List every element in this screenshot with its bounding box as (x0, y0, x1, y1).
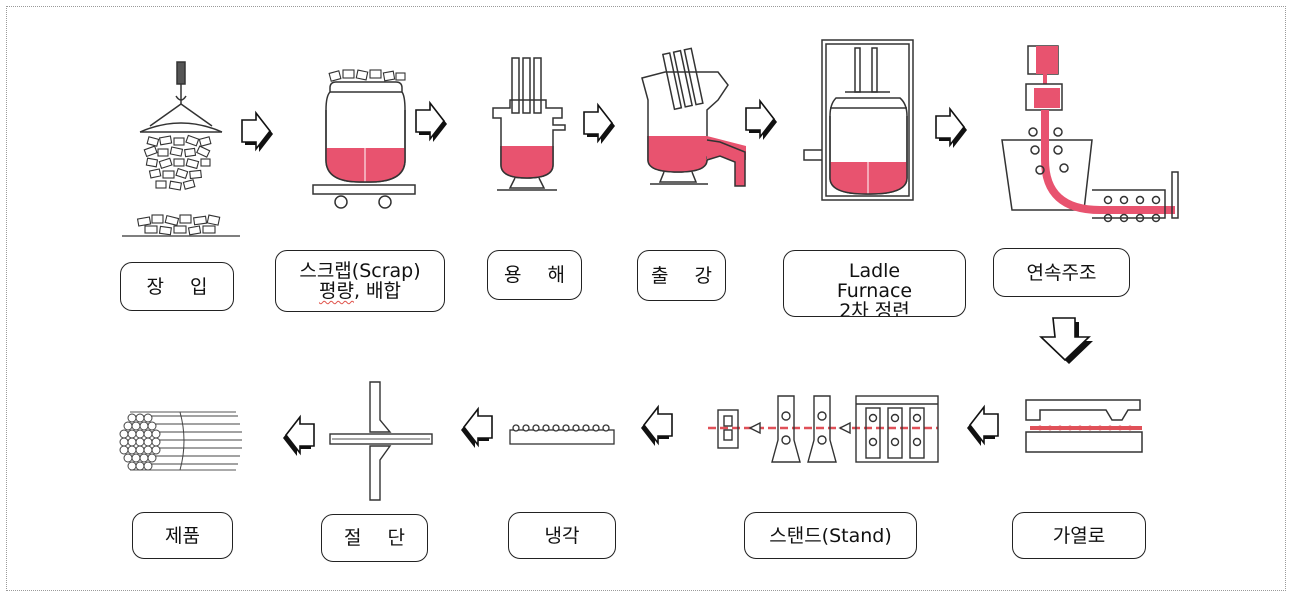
flow-arrow-4 (745, 100, 778, 141)
step-label-text: Ladle (848, 260, 901, 282)
scrap-bucket-icon (312, 69, 416, 209)
step-label-cooling: 냉각 (508, 512, 616, 559)
step-label-charging: 장 입 (120, 262, 234, 311)
shear-icon (329, 381, 433, 501)
step-label-text: 제품 (165, 524, 200, 547)
flow-arrow-7 (640, 406, 673, 447)
step-label-tapping: 출 강 (637, 250, 726, 301)
step-label-cutting: 절 단 (321, 514, 428, 562)
step-label-text: 장 입 (146, 275, 218, 298)
flow-arrow-5 (935, 108, 968, 149)
step-label-text: 용 해 (504, 264, 575, 286)
rolling-stand-icon (708, 395, 939, 463)
step-label-stand: 스탠드(Stand) (744, 512, 917, 559)
step-label-ladle: Ladle Furnace 2차 정련 (783, 250, 966, 317)
flow-arrow-9 (282, 416, 315, 457)
step-label-casting: 연속주조 (993, 248, 1130, 297)
scrap-crane-icon (122, 61, 240, 237)
flow-arrow-1 (241, 112, 274, 153)
flow-arrow-8 (460, 408, 493, 449)
tapping-furnace-icon (641, 47, 746, 187)
step-label-text: 냉각 (544, 524, 580, 547)
step-label-product: 제품 (132, 512, 233, 559)
step-label-text: 가열로 (1052, 524, 1106, 547)
step-label-text: 스크랩(Scrap) (299, 260, 421, 282)
step-label-text: 연속주조 (1026, 261, 1097, 284)
flow-arrow-6 (966, 406, 999, 447)
cooling-bed-icon (509, 424, 615, 445)
step-label-scrap: 스크랩(Scrap) 평량, 배합 (275, 250, 445, 312)
bar-bundle-icon (119, 411, 242, 471)
ladle-furnace-icon (803, 39, 914, 201)
step-label-text: 절 단 (344, 527, 415, 549)
step-label-reheating: 가열로 (1012, 512, 1146, 559)
step-label-text-2: 평량, 배합 (318, 280, 401, 302)
flow-arrow-2 (415, 102, 448, 143)
step-label-text: 스탠드(Stand) (769, 524, 892, 547)
step-label-text: 출 강 (651, 264, 722, 287)
diagram-frame (6, 6, 1286, 591)
flow-arrow-down (1039, 317, 1093, 364)
step-label-text-2: Furnace (836, 280, 913, 302)
electric-furnace-icon (492, 57, 566, 191)
continuous-caster-icon (1001, 45, 1179, 223)
flow-arrow-3 (583, 104, 616, 145)
step-label-melting: 용 해 (487, 250, 582, 300)
reheating-furnace-icon (1025, 399, 1143, 453)
step-label-text-3: 2차 정련 (839, 300, 910, 317)
